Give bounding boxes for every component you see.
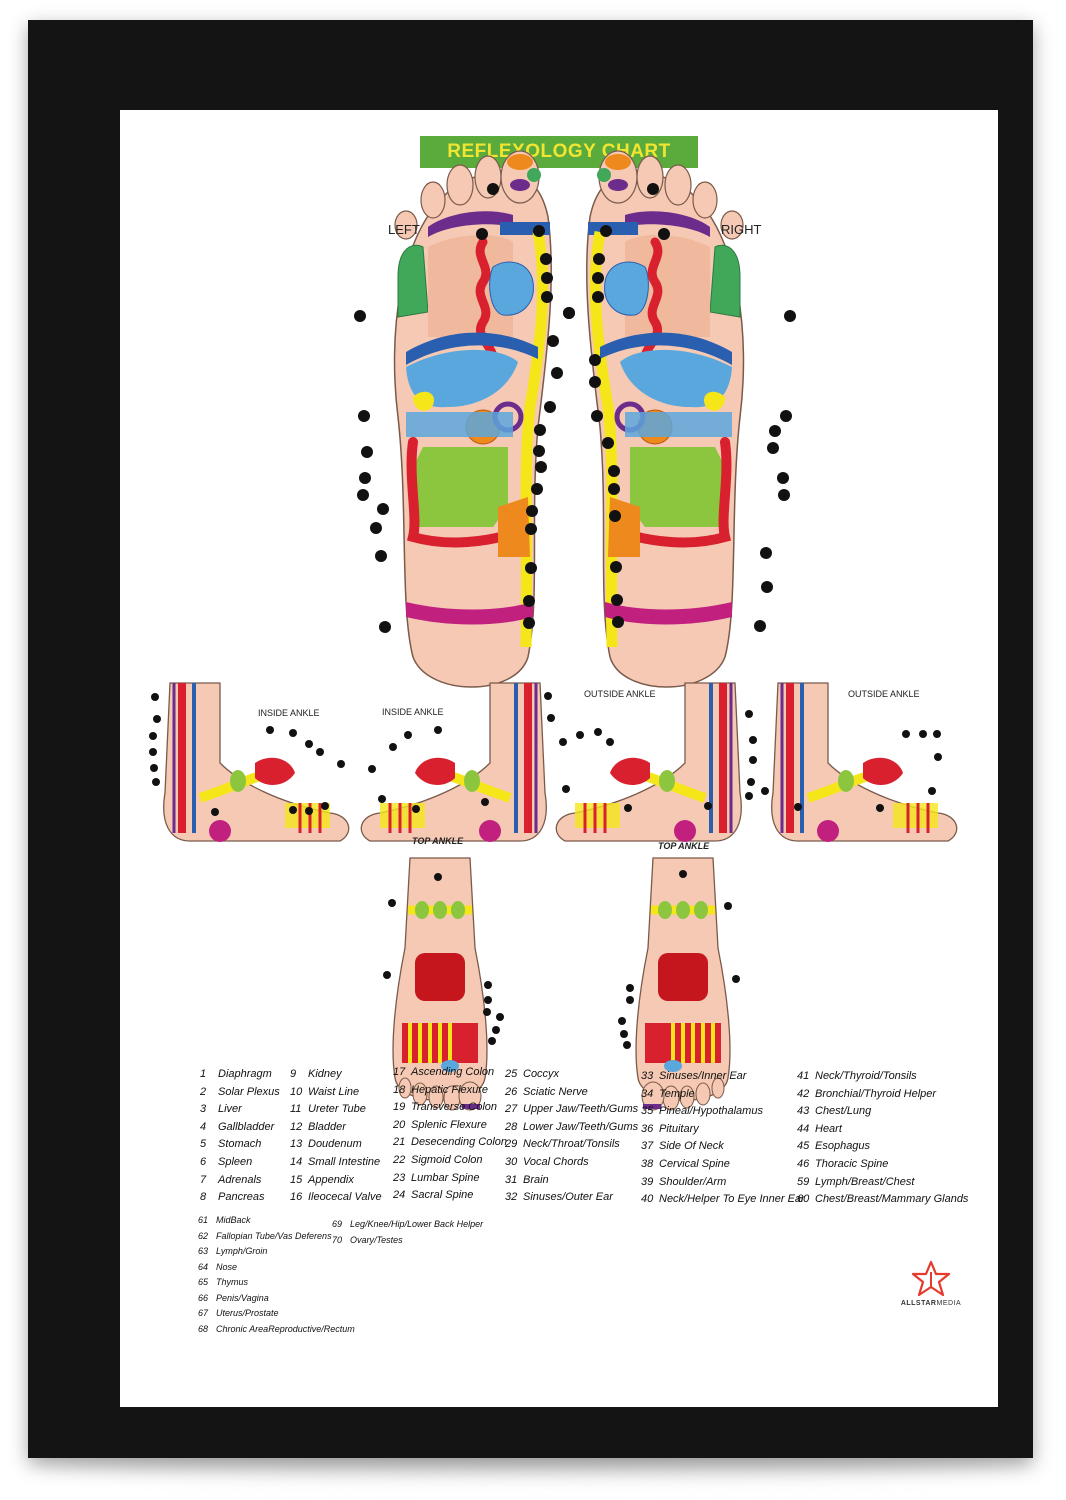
poster: REFLEXOLOGY CHART: [120, 110, 998, 1407]
top-ankle-label-2: TOP ANKLE: [658, 841, 710, 851]
left-foot-label: LEFT: [388, 222, 420, 237]
allstar-media-logo: ALLSTARMEDIA: [896, 1262, 966, 1307]
inside-ankle-left-illustration: [164, 683, 349, 842]
inside-ankle-label-2: INSIDE ANKLE: [382, 707, 444, 717]
outside-ankle-label-1: OUTSIDE ANKLE: [584, 689, 656, 699]
picture-frame: REFLEXOLOGY CHART: [28, 20, 1033, 1458]
outside-ankle-label-2: OUTSIDE ANKLE: [848, 689, 920, 699]
reflexology-diagram: [149, 110, 998, 1297]
top-ankle-label-1: TOP ANKLE: [412, 836, 464, 846]
outside-ankle-left-illustration: [556, 683, 741, 842]
right-foot-label: RIGHT: [721, 222, 762, 237]
logo-text: ALLSTARMEDIA: [900, 1300, 962, 1307]
inside-ankle-label-1: INSIDE ANKLE: [258, 708, 320, 718]
sole-markers: [354, 183, 796, 633]
top-ankle-markers: [383, 870, 740, 1049]
ankle-markers: [149, 692, 942, 816]
allstar-media-logo-icon: [911, 1260, 951, 1297]
outside-ankle-right-illustration: [772, 683, 957, 842]
